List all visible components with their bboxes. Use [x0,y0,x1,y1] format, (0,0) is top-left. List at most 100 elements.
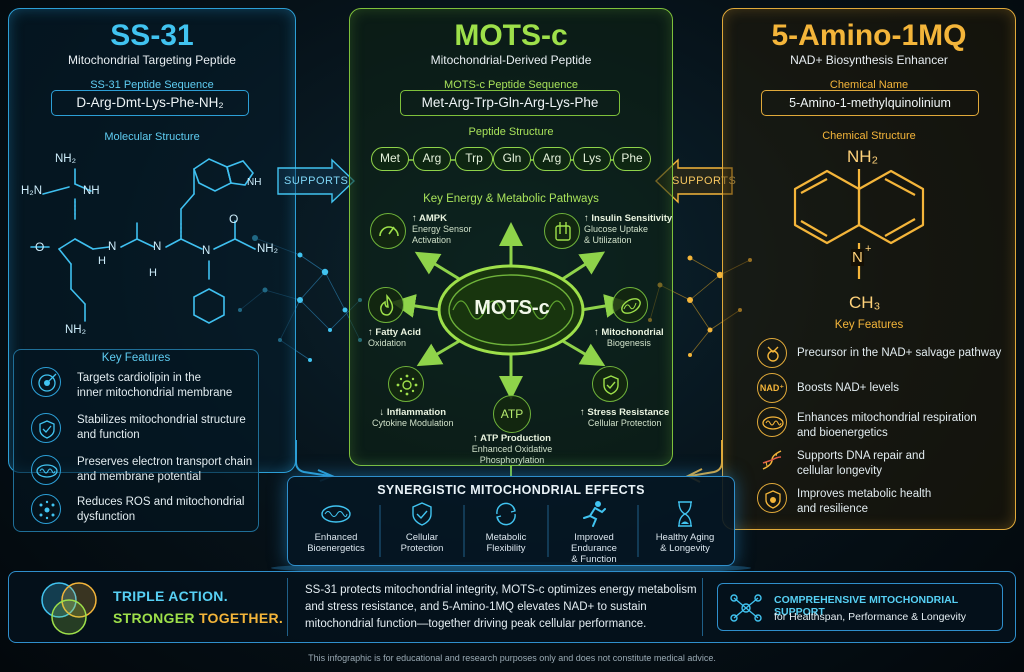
synergy-item-aging: Healthy Aging& Longevity [640,499,730,554]
ss31-atom-nh2-bottom: NH₂ [65,324,87,336]
supports-label-left: SUPPORTS [284,175,349,187]
mots-pathways-heading: Key Energy & Metabolic Pathways [423,193,599,205]
support-callout-subtitle: for Healthspan, Performance & Longevity [774,611,967,623]
gauge-icon [370,213,406,249]
ss31-atom-nh: NH [83,185,100,197]
network-molecule-icon [730,594,762,622]
ss31-subtitle: Mitochondrial Targeting Peptide [68,53,236,67]
synergy-title: SYNERGISTIC MITOCHONDRIAL EFFECTS [377,483,645,497]
triple-circles-icon [41,582,97,635]
amino-panel: 5-Amino-1MQ NAD+ Biosynthesis Enhancer C… [722,8,1016,530]
health-shield-icon [757,483,787,513]
runner-icon [583,501,606,527]
ss31-features-heading: Key Features [101,352,171,364]
mots-title: MOTS-c [454,19,568,52]
mitochondrion-amber-icon [757,407,787,437]
ss31-atom-n1: N [108,241,117,253]
mots-center-label: MOTS-c [474,297,550,319]
amino-title: 5-Amino-1MQ [771,19,967,52]
mots-sequence: Met-Arg-Trp-Gln-Arg-Lys-Phe [400,90,620,116]
amino-chemical-name: 5-Amino-1-methylquinolinium [761,90,979,116]
salvage-pathway-icon [757,338,787,368]
atp-icon: ATP [493,395,531,433]
ss31-sequence: D-Arg-Dmt-Lys-Phe-NH₂ [51,90,249,116]
tagline-triple-action: TRIPLE ACTION. [113,588,228,604]
amino-atom-plus: + [865,243,872,255]
supports-label-right: SUPPORTS [672,175,737,187]
amino-feature-2: Boosts NAD+ levels [797,382,899,394]
mitochondrion-blue-icon [321,505,351,523]
amino-atom-nh2: NH₂ [847,147,879,166]
mots-seq-heading: MOTS-c Peptide Sequence [444,79,578,91]
ss31-structure-heading: Molecular Structure [104,131,200,143]
ss31-seq-heading: SS-31 Peptide Sequence [90,79,214,91]
synergy-item-endurance: Improved Endurance& Function [550,499,638,565]
ss31-atom-h2: H [149,267,157,279]
amino-atom-n: N [851,249,864,266]
target-icon [31,367,61,397]
protection-shield-icon [412,502,432,526]
bottom-banner: TRIPLE ACTION. STRONGER TOGETHER. SS-31 … [8,571,1016,643]
support-callout: COMPREHENSIVE MITOCHONDRIAL SUPPORT for … [717,583,1003,631]
inflammation-icon [388,366,424,402]
ss31-atom-o-right: O [229,212,239,226]
ss31-atom-indole-nh: NH [247,177,262,188]
ss31-molecule-diagram [30,158,256,324]
ss31-title: SS-31 [110,19,194,52]
banner-divider-2 [702,578,703,636]
support-callout-title: COMPREHENSIVE MITOCHONDRIAL SUPPORT [774,594,958,618]
supports-arrow-left: SUPPORTS [276,156,356,206]
mots-structure-heading: Peptide Structure [468,126,554,138]
supports-arrow-right: SUPPORTS [654,156,737,206]
tagline-stronger-together: STRONGER TOGETHER. [113,610,284,626]
banner-divider-1 [287,578,288,636]
glucose-uptake-icon [544,213,580,249]
ss31-atom-n2: N [153,241,162,253]
amino-feature-1: Precursor in the NAD+ salvage pathway [797,347,1002,359]
amino-features-heading: Key Features [834,319,904,331]
residue-met: Met [371,147,409,171]
residue-arg-1: Arg [413,147,451,171]
ss31-atom-h1: H [98,255,106,267]
residue-gln: Gln [493,147,531,171]
amino-atom-ch3: CH₃ [849,293,881,312]
mitochondrion-icon [31,455,61,485]
synergy-box: SYNERGISTIC MITOCHONDRIAL EFFECTS Enhanc… [287,476,735,566]
residue-arg-2: Arg [533,147,571,171]
nad-icon: NAD⁺ [757,373,787,403]
ss31-atom-n3: N [202,245,211,257]
ss31-atom-o-left: O [35,240,45,254]
synergy-description: SS-31 protects mitochondrial integrity, … [305,584,697,630]
ss31-panel: SS-31 Mitochondrial Targeting Peptide SS… [8,8,296,532]
amino-structure-heading: Chemical Structure [822,130,916,142]
ros-particles-icon [31,494,61,524]
residue-trp: Trp [455,147,493,171]
disclaimer: This infographic is for educational and … [308,653,716,663]
amino-subtitle: NAD+ Biosynthesis Enhancer [790,53,948,67]
cycle-icon [496,502,516,526]
hourglass-icon [678,501,692,527]
dna-icon [757,445,787,475]
flame-icon [368,287,404,323]
mots-subtitle: Mitochondrial-Derived Peptide [430,53,592,67]
mitochondria-biogenesis-icon [612,287,648,323]
pathway-arrows [391,222,629,400]
shield-check-icon [31,413,61,443]
residue-lys: Lys [573,147,611,171]
